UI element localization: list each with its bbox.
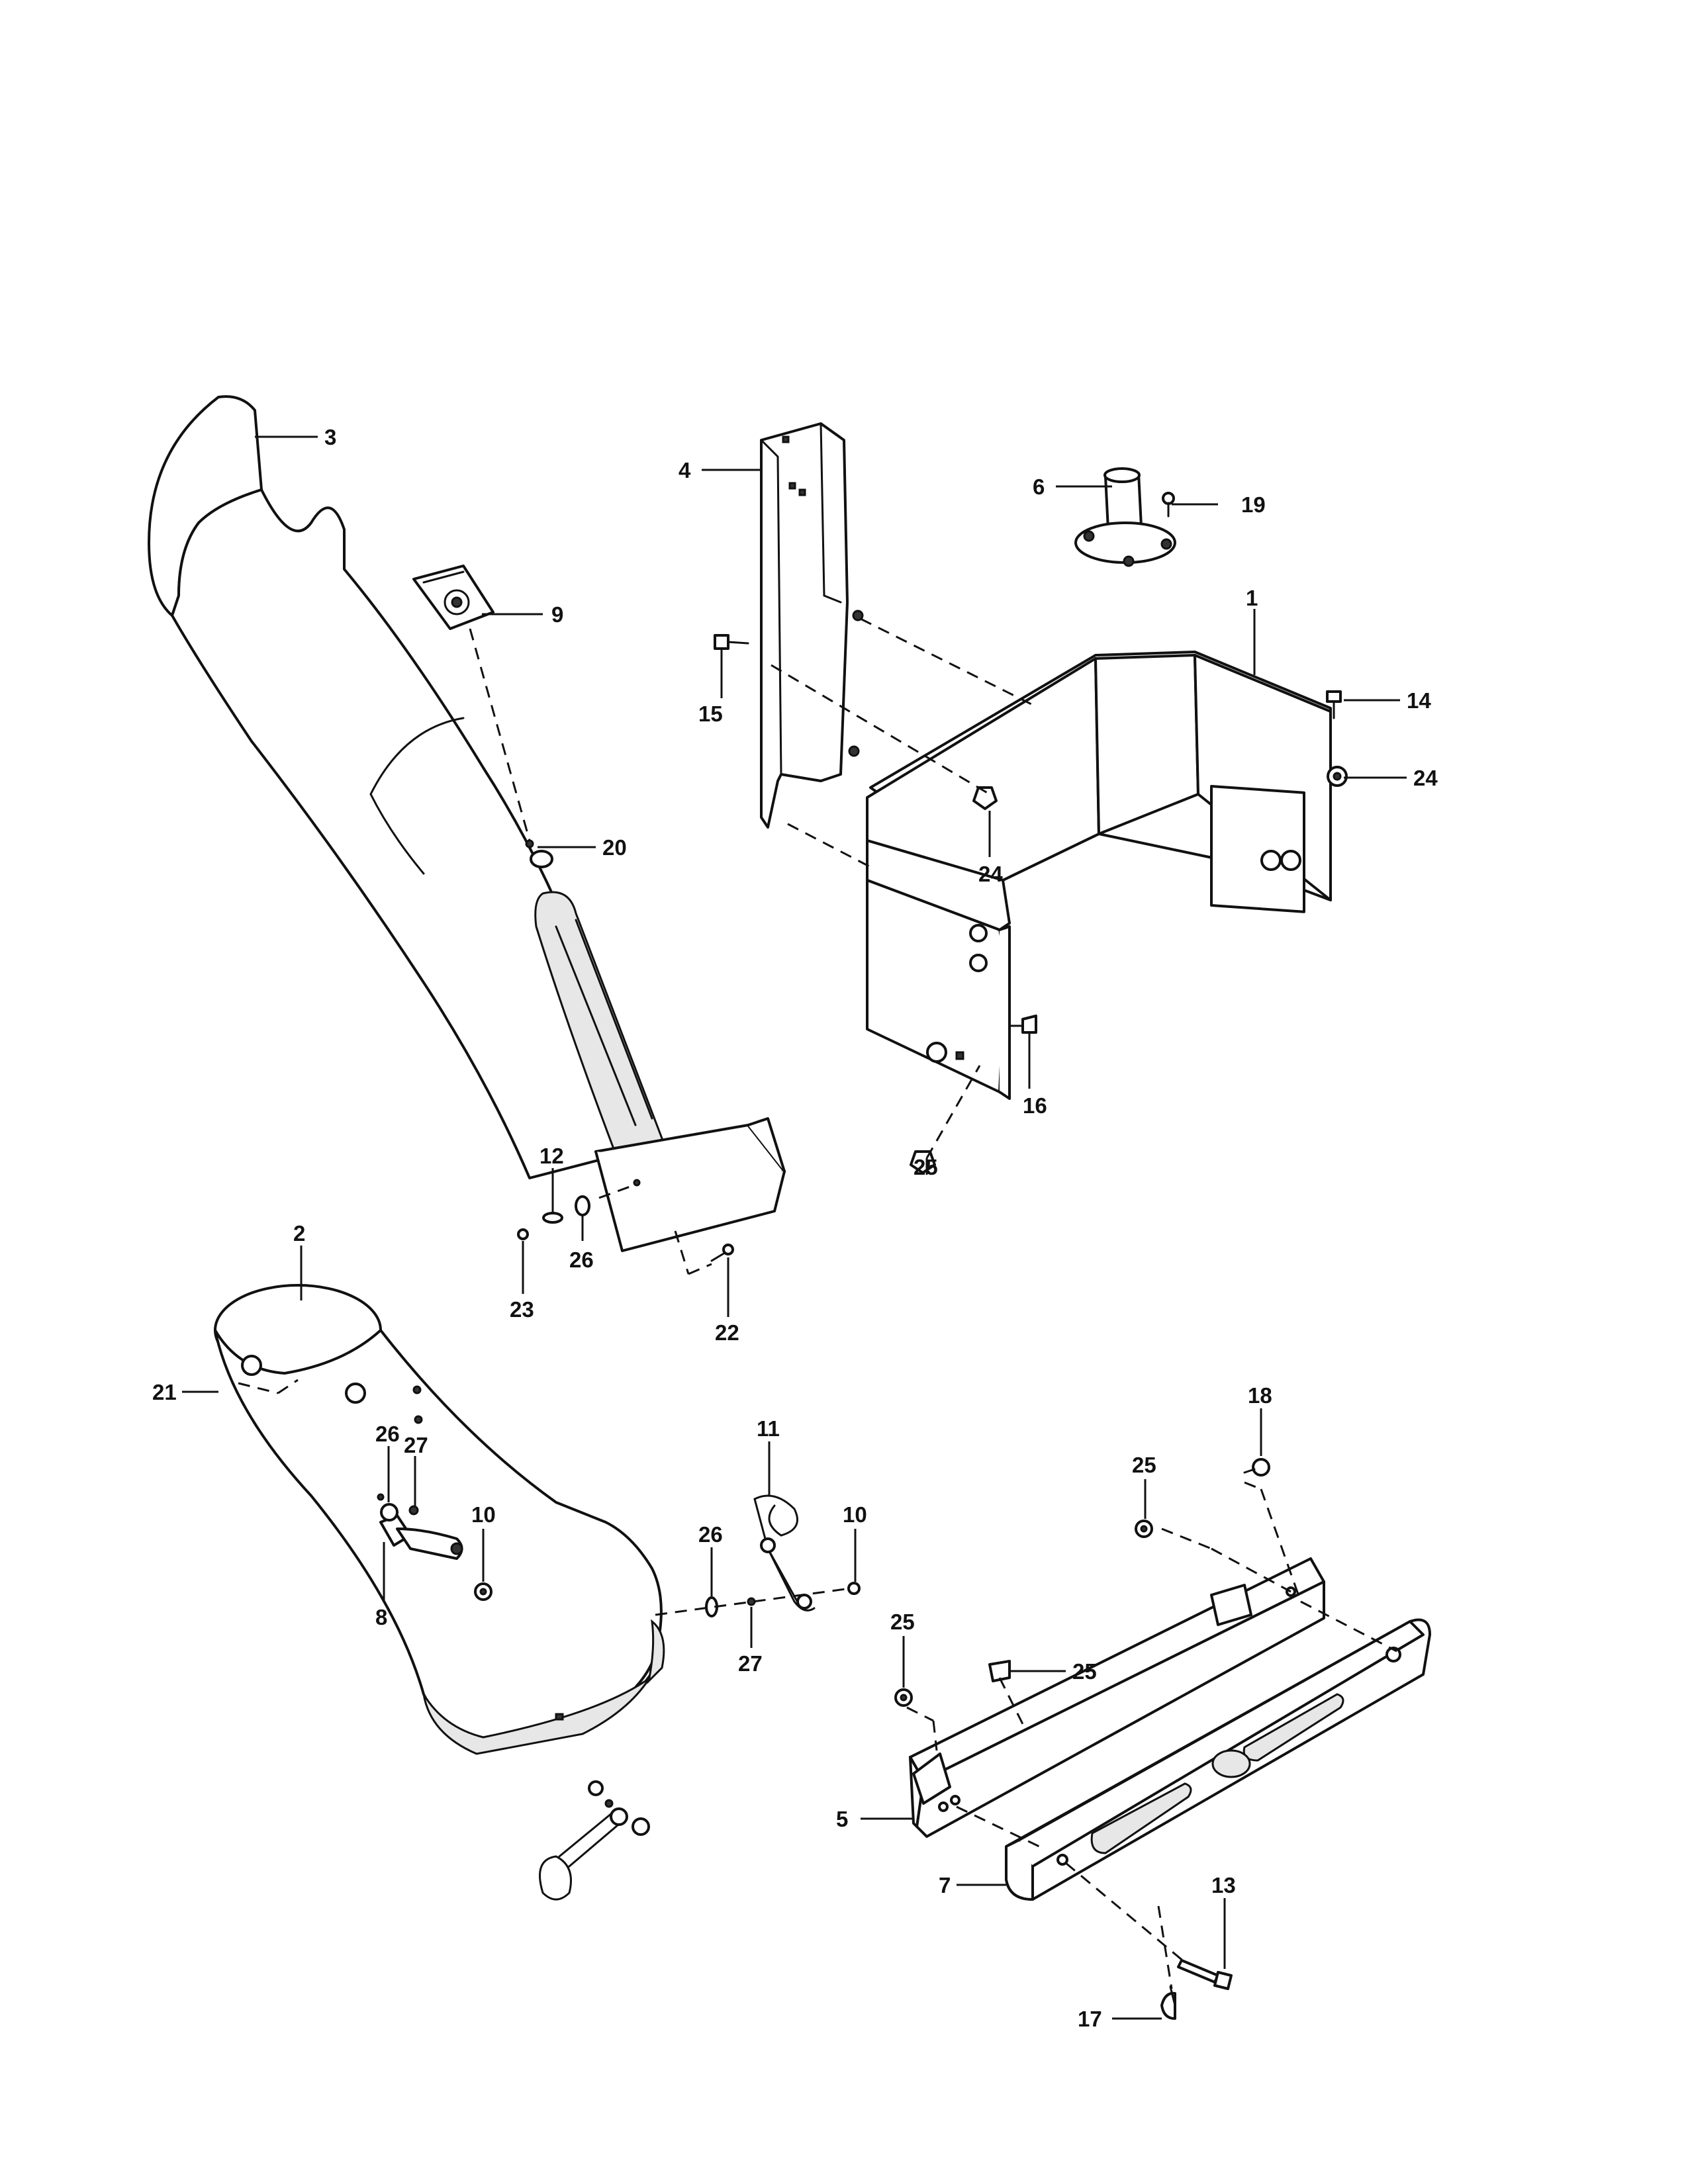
callout-14: 14 (1407, 688, 1431, 713)
callout-6: 6 (1033, 475, 1045, 499)
support-bracket-part-5 (909, 1557, 1325, 1838)
callout-25-side: 25 (1072, 1659, 1097, 1684)
callout-9: 9 (551, 602, 563, 627)
callout-25-top: 25 (1132, 1453, 1156, 1477)
callout-4: 4 (679, 458, 691, 482)
callout-8: 8 (375, 1605, 387, 1629)
callout-24-right: 24 (1413, 766, 1438, 790)
callout-16: 16 (1023, 1093, 1047, 1118)
callout-5: 5 (836, 1807, 848, 1831)
callout-7: 7 (939, 1873, 951, 1897)
housing-part-1 (866, 651, 1332, 1100)
callout-10-left: 10 (471, 1502, 496, 1527)
callout-3: 3 (324, 425, 336, 449)
callout-25-housing: 25 (914, 1155, 938, 1179)
callout-19: 19 (1241, 492, 1266, 517)
callout-26-center: 26 (698, 1522, 723, 1547)
callout-26-chute: 26 (569, 1248, 594, 1272)
callout-18: 18 (1248, 1383, 1272, 1408)
callout-26-left: 26 (375, 1422, 400, 1446)
control-box-part-9 (412, 565, 494, 630)
callout-17: 17 (1078, 2007, 1102, 2031)
callout-12: 12 (539, 1144, 564, 1168)
callout-10-right: 10 (843, 1502, 867, 1527)
callout-24-center: 24 (978, 862, 1003, 886)
callout-labels: 1 2 3 4 5 6 7 8 9 10 10 11 12 13 14 15 1… (152, 425, 1438, 2031)
upper-chute-part-3 (148, 395, 786, 1252)
lower-chute-part-2 (214, 1284, 665, 1755)
callout-27-center: 27 (738, 1651, 763, 1676)
skid-bar-part-7 (1005, 1618, 1431, 1901)
callout-27-left: 27 (404, 1433, 428, 1457)
assembly-lines (238, 617, 1397, 1989)
callout-22: 22 (715, 1320, 739, 1345)
callout-1: 1 (1246, 586, 1258, 610)
callout-15: 15 (698, 702, 723, 726)
callout-21: 21 (152, 1380, 177, 1404)
knob-part-6 (1074, 467, 1176, 567)
callout-23: 23 (510, 1297, 534, 1322)
callout-13: 13 (1211, 1873, 1236, 1897)
bottom-spring-assembly (539, 1780, 650, 1901)
callout-2: 2 (293, 1221, 305, 1246)
callout-20: 20 (602, 835, 627, 860)
callout-11: 11 (757, 1416, 780, 1441)
callout-25-left: 25 (890, 1610, 915, 1634)
leader-lines (182, 435, 1407, 2020)
left-lever-hardware (377, 1493, 492, 1601)
bracket-part-4 (760, 422, 864, 829)
